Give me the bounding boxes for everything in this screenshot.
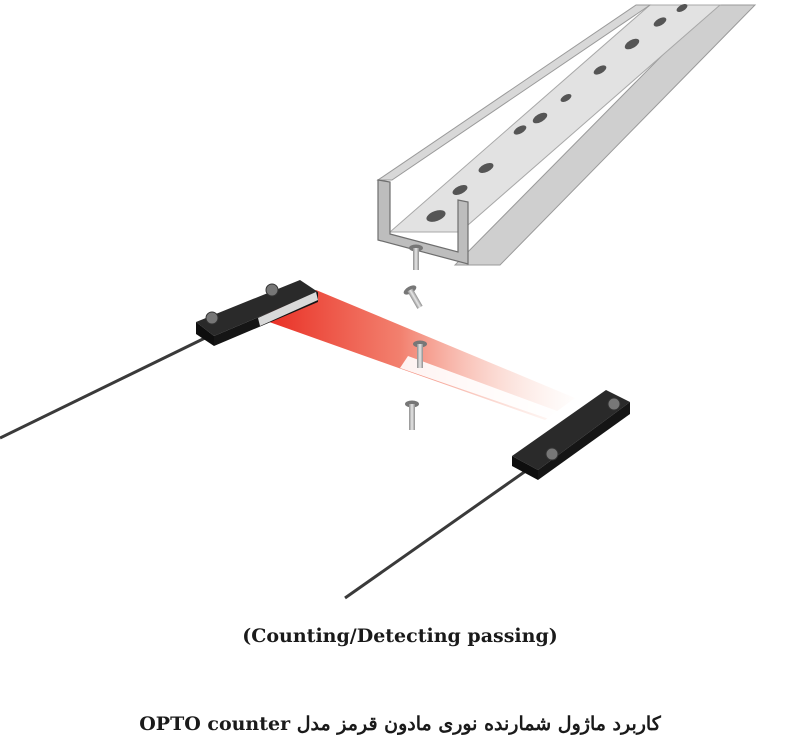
bottom-title: کاربرد ماژول شمارنده نوری مادون قرمز مدل… bbox=[139, 713, 661, 735]
infrared-beam bbox=[258, 290, 575, 420]
falling-screws bbox=[403, 244, 427, 430]
emitter-sensor bbox=[196, 280, 318, 346]
beam-gap bbox=[400, 356, 560, 420]
left-sensor-cable bbox=[0, 336, 206, 440]
screw-rail bbox=[376, 4, 757, 266]
right-sensor-cable bbox=[344, 466, 531, 600]
receiver-sensor bbox=[512, 390, 630, 480]
opto-counter-illustration bbox=[0, 4, 757, 600]
diagram-caption: (Counting/Detecting passing) bbox=[242, 625, 558, 647]
